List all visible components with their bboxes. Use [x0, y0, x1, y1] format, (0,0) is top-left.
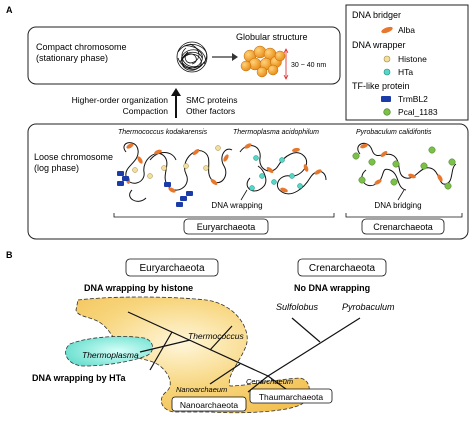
euryarchaeota-box-a	[183, 218, 269, 235]
hta-icon	[383, 68, 391, 76]
arrowhead-up-icon	[171, 88, 181, 96]
bridging-pointer	[397, 189, 405, 201]
legend-hta: HTa	[398, 67, 413, 77]
tangled-chromosome-icon	[176, 41, 208, 73]
organism-thermoplasma: Thermoplasma acidophilum	[233, 129, 319, 136]
legend-alba: Alba	[398, 25, 415, 35]
crenarchaeota-label-b: Crenarchaeota	[309, 263, 376, 274]
nanoarchaeota-box	[171, 396, 247, 412]
arrowhead-icon	[232, 53, 238, 61]
thaumarchaeota-label: Thaumarchaeota	[259, 392, 324, 402]
wrapping-label: DNA wrapping	[211, 201, 262, 210]
globular-structure-icon	[240, 45, 286, 78]
compact-title: Compact chromosome	[36, 42, 127, 52]
panel-b-letter: B	[6, 250, 13, 260]
euryarchaeota-bracket	[113, 213, 335, 218]
cenarchaeum-label: Cenarchaeum	[246, 377, 293, 386]
bridging-label: DNA bridging	[374, 201, 421, 210]
euryarchaeota-box-b	[125, 258, 219, 277]
loose-subtitle: (log phase)	[34, 163, 79, 173]
thermoplasma-label: Thermoplasma	[82, 350, 139, 360]
globular-label: Globular structure	[236, 32, 308, 42]
thermococcus-label: Thermococcus	[188, 331, 244, 341]
pyrobaculum-label: Pyrobaculum	[342, 302, 395, 312]
alba-icon	[381, 26, 393, 34]
phylogenetic-tree	[127, 311, 361, 393]
loose-title: Loose chromosome	[34, 152, 113, 162]
compact-subtitle: (stationary phase)	[36, 53, 108, 63]
crenarchaeota-box-a	[361, 218, 445, 235]
thermococcus-dna-diagram	[117, 142, 233, 207]
wrap-hta-label: DNA wrapping by HTa	[32, 373, 126, 383]
arrow-left-line2: Compaction	[123, 106, 169, 116]
euryarchaeota-region	[75, 296, 310, 414]
pyrobaculum-dna-diagram	[352, 142, 457, 191]
legend-box	[345, 4, 469, 121]
crenarchaeota-bracket	[345, 213, 463, 218]
wrap-histone-label: DNA wrapping by histone	[84, 283, 193, 293]
legend-wrapper-header: DNA wrapper	[352, 40, 406, 50]
legend-tf-header: TF-like protein	[352, 81, 410, 91]
thermoplasma-region	[65, 336, 153, 367]
arrow-left-line1: Higher-order organization	[72, 95, 169, 105]
sulfolobus-label: Sulfolobus	[276, 302, 319, 312]
nanoarchaeum-label: Nanoarchaeum	[176, 385, 227, 394]
panel-a-letter: A	[6, 5, 13, 15]
legend-trmbl2: TrmBL2	[398, 94, 428, 104]
size-bracket-icon	[283, 48, 289, 80]
organism-pyrobaculum: Pyrobaculum calidifontis	[356, 129, 432, 136]
arrow-right-line1: SMC proteins	[186, 95, 238, 105]
pcal-icon	[383, 108, 391, 116]
wrapping-pointer	[240, 189, 248, 201]
size-label: 30 ~ 40 nm	[291, 62, 326, 69]
organism-thermococcus: Thermococcus kodakarensis	[118, 129, 208, 136]
legend-pcal: Pcal_1183	[398, 107, 438, 117]
no-wrapping-label: No DNA wrapping	[294, 283, 370, 293]
legend-histone: Histone	[398, 54, 427, 64]
nanoarchaeota-label: Nanoarchaeota	[180, 400, 238, 410]
thermoplasma-dna-diagram	[239, 143, 327, 195]
euryarchaeota-label-a: Euryarchaeota	[197, 222, 256, 232]
histone-icon	[383, 55, 391, 63]
thaumarchaeota-box	[249, 388, 333, 404]
legend-bridger-header: DNA bridger	[352, 10, 401, 20]
euryarchaeota-label-b: Euryarchaeota	[139, 263, 204, 274]
crenarchaeota-label-a: Crenarchaeota	[373, 222, 433, 232]
trmbl2-icon	[381, 96, 391, 102]
arrow-right-line2: Other factors	[186, 106, 235, 116]
crenarchaeota-box-b	[297, 258, 387, 277]
